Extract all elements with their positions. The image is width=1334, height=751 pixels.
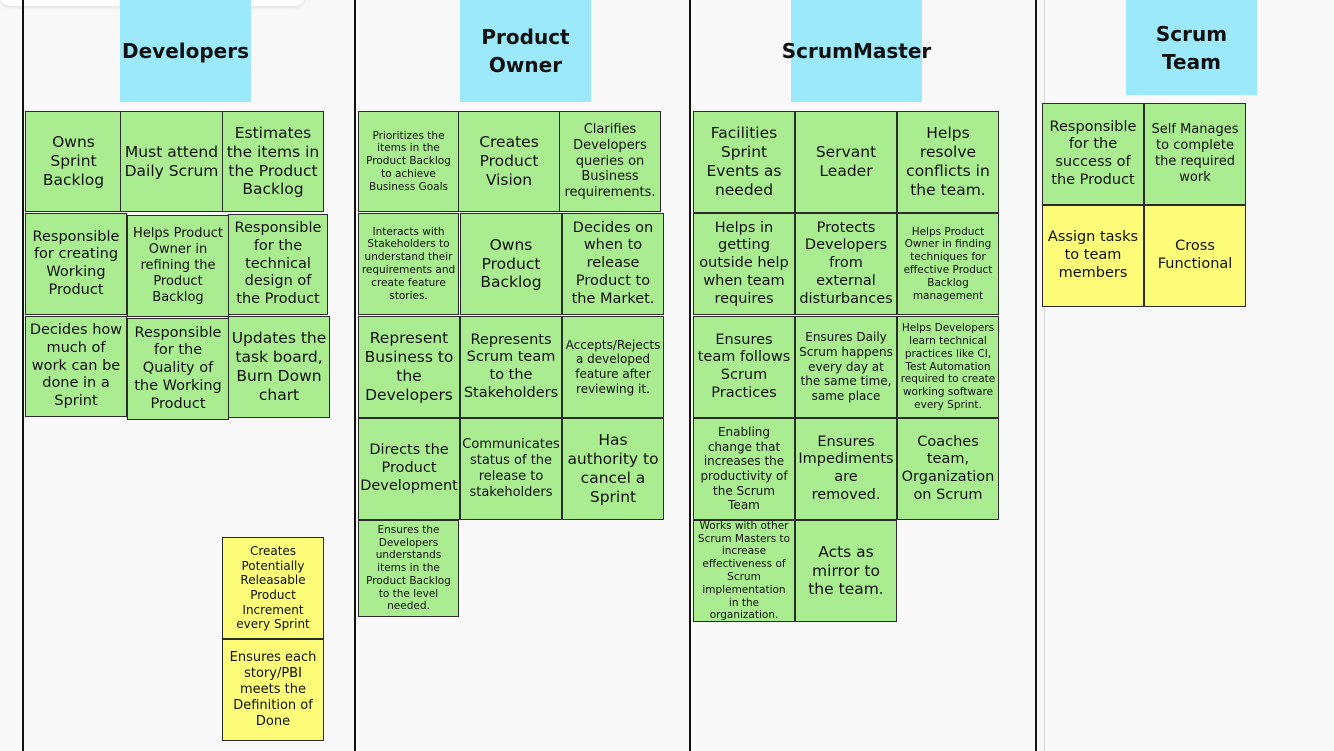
sticky-note[interactable]: Servant Leader (795, 111, 897, 213)
sticky-note-text: Ensures team follows Scrum Practices (697, 331, 791, 401)
sticky-note-text: Decides on when to release Product to th… (571, 219, 655, 307)
sticky-note[interactable]: Helps Product Owner in finding technique… (897, 213, 999, 315)
sticky-note[interactable]: Decides on when to release Product to th… (562, 213, 664, 315)
column-header-scrummaster[interactable]: ScrumMaster (782, 0, 931, 102)
sticky-note-text: Must attend Daily Scrum (124, 142, 219, 180)
sticky-note[interactable]: Ensures Daily Scrum happens every day at… (795, 316, 897, 418)
sticky-note[interactable]: Interacts with Stakeholders to understan… (358, 213, 459, 315)
sticky-note[interactable]: Cross Functional (1144, 205, 1246, 307)
sticky-note[interactable]: Helps in getting outside help when team … (693, 213, 795, 315)
sticky-note[interactable]: Assign tasks to team members (1042, 205, 1144, 307)
sticky-note[interactable]: Communicates status of the release to st… (460, 418, 562, 520)
sticky-note[interactable]: Owns Sprint Backlog (25, 111, 122, 212)
sticky-note-text: Helps resolve conflicts in the team. (906, 124, 990, 199)
column-divider (689, 0, 691, 751)
sticky-note[interactable]: Accepts/Rejects a developed feature afte… (562, 316, 664, 418)
sticky-note-text: Updates the task board, Burn Down chart (231, 329, 327, 404)
sticky-note-text: Represent Business to the Developers (364, 329, 454, 404)
sticky-note[interactable]: Helps Developers learn technical practic… (897, 316, 999, 418)
sticky-note[interactable]: Estimates the items in the Product Backl… (222, 111, 324, 212)
sticky-note-text: Coaches team, Organization on Scrum (901, 433, 995, 503)
column-header-label: Developers (121, 39, 249, 63)
column-header-product-owner[interactable]: Product Owner (460, 0, 591, 102)
sticky-note[interactable]: Ensures the Developers understands items… (358, 520, 459, 617)
sticky-note-text: Helps Product Owner in finding technique… (903, 225, 993, 302)
sticky-note-text: Responsible for creating Working Product (32, 228, 120, 298)
sticky-note[interactable]: Acts as mirror to the team. (795, 520, 897, 622)
sticky-note-text: Creates Potentially Releasable Product I… (236, 544, 310, 632)
sticky-note-text: Directs the Product Development (360, 442, 458, 494)
sticky-note[interactable]: Ensures each story/PBI meets the Definit… (222, 639, 324, 741)
sticky-note[interactable]: Represents Scrum team to the Stakeholder… (460, 316, 562, 418)
sticky-note[interactable]: Responsible for the technical design of … (228, 214, 328, 315)
column-divider (1035, 0, 1037, 751)
sticky-note[interactable]: Updates the task board, Burn Down chart (228, 316, 330, 418)
column-divider (1044, 0, 1045, 751)
sticky-note-text: Estimates the items in the Product Backl… (226, 123, 320, 199)
sticky-note-text: Ensures each story/PBI meets the Definit… (229, 650, 317, 729)
sticky-note[interactable]: Has authority to cancel a Sprint (562, 418, 664, 520)
sticky-note[interactable]: Self Manages to complete the required wo… (1144, 103, 1246, 205)
sticky-note[interactable]: Responsible for creating Working Product (25, 213, 127, 315)
sticky-note-text: Decides how much of work can be done in … (29, 322, 123, 410)
sticky-note-text: Owns Product Backlog (480, 235, 542, 292)
sticky-note[interactable]: Directs the Product Development (358, 418, 460, 520)
sticky-note[interactable]: Decides how much of work can be done in … (25, 316, 127, 417)
sticky-note[interactable]: Represent Business to the Developers (358, 316, 460, 418)
sticky-note-text: Responsible for the technical design of … (234, 220, 322, 308)
column-divider (22, 0, 24, 751)
column-header-label: Product Owner (481, 25, 570, 77)
sticky-note[interactable]: Must attend Daily Scrum (120, 111, 223, 212)
sticky-note-text: Prioritizes the items in the Product Bac… (366, 129, 451, 193)
sticky-note-text: Has authority to cancel a Sprint (567, 431, 659, 506)
sticky-note[interactable]: Clarifies Developers queries on Business… (559, 111, 661, 212)
column-header-developers[interactable]: Developers (120, 0, 251, 102)
sticky-note-text: Self Manages to complete the required wo… (1151, 122, 1239, 185)
sticky-note-text: Owns Sprint Backlog (42, 133, 105, 189)
sticky-note[interactable]: Ensures Impediments are removed. (795, 418, 897, 520)
sticky-note-text: Clarifies Developers queries on Business… (564, 121, 656, 201)
sticky-note-text: Ensures Daily Scrum happens every day at… (799, 330, 893, 403)
sticky-note[interactable]: Responsible for the success of the Produ… (1042, 103, 1144, 205)
sticky-note-text: Ensures the Developers understands items… (366, 523, 451, 613)
sticky-note-text: Cross Functional (1157, 238, 1233, 272)
sticky-note[interactable]: Creates Product Vision (458, 111, 560, 212)
sticky-note-text: Communicates status of the release to st… (462, 437, 560, 500)
sticky-note[interactable]: Ensures team follows Scrum Practices (693, 316, 795, 418)
sticky-note-text: Helps Developers learn technical practic… (900, 322, 996, 411)
sticky-note[interactable]: Prioritizes the items in the Product Bac… (358, 111, 459, 212)
column-header-label: ScrumMaster (781, 39, 932, 63)
sticky-note[interactable]: Helps Product Owner in refining the Prod… (127, 215, 229, 317)
sticky-note[interactable]: Works with other Scrum Masters to increa… (693, 520, 795, 622)
sticky-note-text: Protects Developers from external distur… (799, 219, 893, 307)
sticky-note-text: Accepts/Rejects a developed feature afte… (565, 337, 661, 396)
sticky-note-text: Assign tasks to team members (1047, 229, 1139, 281)
sticky-note-text: Responsible for the Quality of the Worki… (134, 324, 222, 412)
sticky-note-text: Creates Product Vision (479, 133, 539, 189)
sticky-note-text: Represents Scrum team to the Stakeholder… (463, 331, 559, 401)
sticky-note[interactable]: Facilities Sprint Events as needed (693, 111, 795, 213)
sticky-note[interactable]: Responsible for the Quality of the Worki… (127, 318, 229, 420)
sticky-note[interactable]: Coaches team, Organization on Scrum (897, 418, 999, 520)
column-header-scrum-team[interactable]: Scrum Team (1126, 0, 1257, 95)
sticky-note-text: Facilities Sprint Events as needed (706, 124, 782, 199)
column-header-label: Scrum Team (1155, 21, 1228, 74)
sticky-note-text: Helps in getting outside help when team … (699, 219, 789, 307)
sticky-note-text: Works with other Scrum Masters to increa… (697, 520, 791, 622)
sticky-note[interactable]: Protects Developers from external distur… (795, 213, 897, 315)
sticky-note-text: Interacts with Stakeholders to understan… (361, 225, 456, 302)
column-divider (354, 0, 356, 751)
sticky-note[interactable]: Helps resolve conflicts in the team. (897, 111, 999, 213)
sticky-note-text: Acts as mirror to the team. (808, 542, 884, 599)
sticky-note-text: Servant Leader (815, 143, 877, 180)
sticky-note-text: Enabling change that increases the produ… (700, 425, 788, 513)
sticky-note-text: Helps Product Owner in refining the Prod… (133, 226, 223, 305)
sticky-note[interactable]: Owns Product Backlog (460, 213, 562, 315)
sticky-note[interactable]: Creates Potentially Releasable Product I… (222, 537, 324, 639)
sticky-note-text: Responsible for the success of the Produ… (1049, 118, 1137, 188)
sticky-note-text: Ensures Impediments are removed. (798, 433, 894, 503)
sticky-note[interactable]: Enabling change that increases the produ… (693, 418, 795, 520)
